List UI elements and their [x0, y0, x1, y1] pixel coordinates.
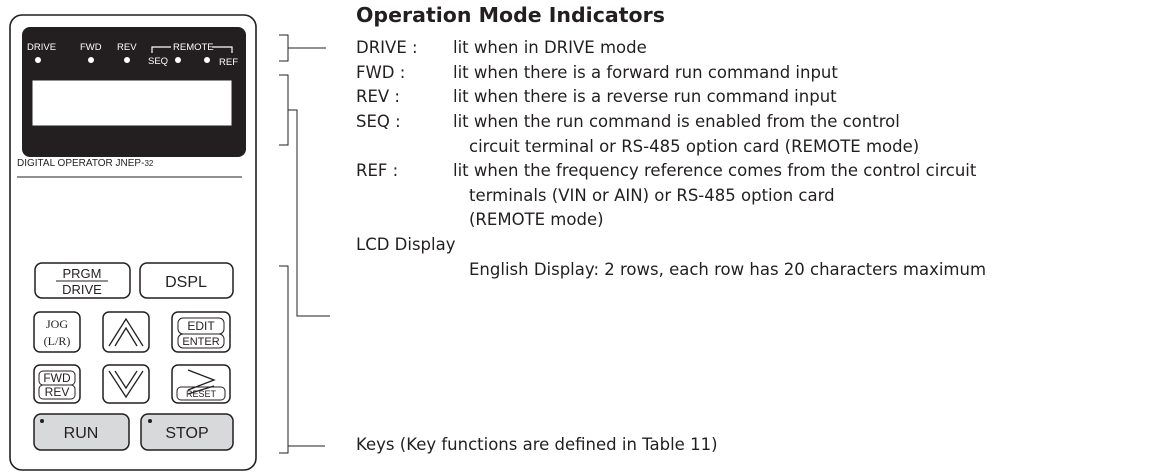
def-desc-drive: lit when in DRIVE mode — [453, 38, 647, 57]
run-led — [40, 419, 44, 423]
def-term-drive: DRIVE : — [356, 38, 418, 57]
up-arrow-icon — [108, 317, 144, 347]
remote-bracket — [151, 46, 233, 53]
def-desc-ref-line3: (REMOTE mode) — [469, 210, 604, 229]
ref-led — [204, 57, 210, 63]
keys-note: Keys (Key functions are defined in Table… — [356, 435, 718, 454]
up-key[interactable] — [102, 311, 150, 353]
rev-led — [124, 57, 130, 63]
def-term-ref: REF : — [356, 161, 398, 180]
def-desc-seq-line2: circuit terminal or RS-485 option card (… — [469, 137, 919, 156]
fwd-indicator-label: FWD — [80, 42, 102, 53]
lcd-bracket — [279, 74, 289, 146]
fwd-led — [88, 57, 94, 63]
reset-key[interactable]: RESET — [171, 364, 231, 404]
drive-label: DRIVE — [62, 282, 102, 297]
drive-indicator-label: DRIVE — [27, 42, 56, 53]
drive-led — [35, 57, 41, 63]
enter-label: ENTER — [182, 336, 219, 348]
lcd-window — [31, 79, 233, 127]
rev-indicator-label: REV — [117, 42, 137, 53]
ref-indicator-label: REF — [219, 57, 238, 68]
dspl-key[interactable]: DSPL — [139, 262, 234, 299]
fwd-key-label: FWD — [43, 371, 71, 385]
stop-led — [148, 419, 152, 423]
run-key[interactable]: RUN — [33, 413, 130, 451]
remote-group-label: REMOTE — [173, 42, 214, 53]
def-desc-rev: lit when there is a reverse run command … — [453, 87, 837, 106]
run-label: RUN — [64, 425, 99, 442]
keys-bracket — [279, 265, 289, 454]
rev-key-label: REV — [45, 385, 70, 399]
def-term-seq: SEQ : — [356, 112, 401, 131]
jog-key[interactable]: JOG (L/R) — [33, 311, 81, 353]
prgm-drive-key[interactable]: PRGM DRIVE — [34, 262, 131, 299]
def-desc-ref-line2: terminals (VIN or AIN) or RS-485 option … — [469, 186, 835, 205]
prgm-label: PRGM — [63, 266, 102, 281]
lcd-display-title: LCD Display — [356, 235, 456, 254]
lcd-leader — [288, 109, 330, 317]
dspl-label: DSPL — [165, 274, 207, 291]
down-arrow-icon — [108, 370, 144, 399]
lr-label: (L/R) — [44, 334, 71, 348]
down-key[interactable] — [102, 364, 150, 404]
stop-key[interactable]: STOP — [140, 413, 234, 451]
def-desc-fwd: lit when there is a forward run command … — [453, 63, 838, 82]
def-term-rev: REV : — [356, 87, 400, 106]
indicators-bracket — [279, 34, 289, 62]
lcd-display-detail: English Display: 2 rows, each row has 20… — [469, 260, 986, 279]
seq-led — [175, 57, 181, 63]
model-label: DIGITAL OPERATOR JNEP-32 — [17, 158, 154, 169]
stop-label: STOP — [165, 425, 208, 442]
edit-enter-key[interactable]: EDIT ENTER — [171, 311, 231, 353]
def-desc-ref-line1: lit when the frequency reference comes f… — [453, 161, 977, 180]
jog-label: JOG — [46, 317, 68, 331]
def-desc-seq-line1: lit when the run command is enabled from… — [453, 112, 900, 131]
indicators-title: Operation Mode Indicators — [356, 3, 665, 27]
reset-label: RESET — [186, 389, 217, 399]
seq-indicator-label: SEQ — [148, 56, 168, 67]
edit-label: EDIT — [187, 319, 215, 333]
fwd-rev-key[interactable]: FWD REV — [33, 364, 81, 404]
def-term-fwd: FWD : — [356, 63, 405, 82]
digital-operator: DRIVE FWD REV REMOTE SEQ REF DIGITAL OPE… — [9, 14, 257, 471]
